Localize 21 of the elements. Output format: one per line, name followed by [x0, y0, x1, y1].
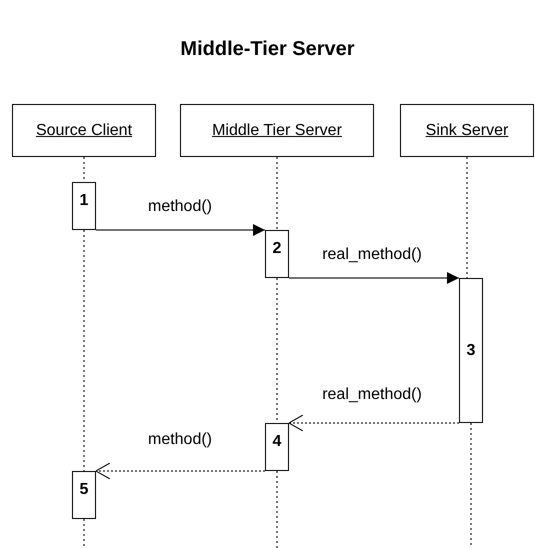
edge-label: method() [148, 197, 212, 217]
diagram-title: Middle-Tier Server [179, 37, 356, 62]
message-arrow [288, 272, 460, 284]
lifeline [276, 470, 278, 548]
activation-box: 4 [265, 423, 289, 471]
lifeline-header-box: Middle Tier Server [180, 104, 374, 157]
lifeline [276, 156, 278, 230]
message-arrow [96, 462, 266, 480]
lifeline [470, 422, 472, 548]
edge-label: real_method() [322, 385, 422, 405]
message-arrow [288, 414, 460, 432]
lifeline-header-box: Sink Server [400, 104, 534, 157]
message-arrow [96, 224, 266, 236]
activation-box: 2 [265, 230, 289, 278]
edge-label: real_method() [322, 245, 422, 265]
lifeline-header-box: Source Client [12, 104, 156, 157]
activation-box: 1 [72, 182, 96, 230]
activation-box: 3 [459, 278, 483, 423]
lifeline [466, 156, 468, 278]
activation-box: 5 [72, 471, 96, 519]
edge-label: method() [148, 430, 212, 450]
